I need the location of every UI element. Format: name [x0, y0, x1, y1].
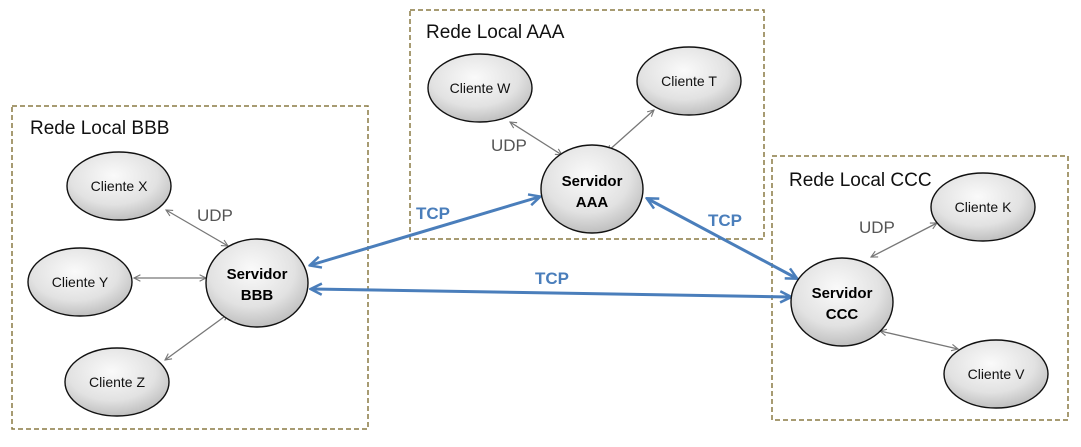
udp-label-ccc: UDP: [859, 218, 895, 237]
tcp-label-aaa-ccc: TCP: [708, 211, 742, 230]
server-aaa-label-line1: Servidor: [562, 173, 623, 190]
udp-label-bbb: UDP: [197, 206, 233, 225]
server-ccc-node: Servidor CCC: [790, 257, 894, 347]
server-aaa-label-line2: AAA: [576, 194, 609, 211]
udp-link-z-bbb: [165, 314, 228, 360]
client-x-node: Cliente X: [66, 151, 172, 221]
client-y-label: Cliente Y: [52, 274, 109, 290]
tcp-link-bbb-ccc: [312, 289, 790, 297]
tcp-label-bbb-ccc: TCP: [535, 269, 569, 288]
udp-link-k-ccc: [871, 222, 937, 258]
region-aaa: [409, 9, 765, 240]
client-v-label: Cliente V: [968, 366, 1025, 382]
server-ccc-label-line2: CCC: [826, 306, 859, 323]
server-ccc-label-line1: Servidor: [812, 285, 873, 302]
client-y-node: Cliente Y: [27, 247, 133, 317]
server-bbb-node: Servidor BBB: [205, 238, 309, 328]
server-aaa-node: Servidor AAA: [540, 144, 644, 234]
client-x-label: Cliente X: [91, 178, 148, 194]
client-t-label: Cliente T: [661, 73, 717, 89]
region-bbb: [11, 105, 369, 430]
client-t-node: Cliente T: [636, 46, 742, 116]
client-v-node: Cliente V: [943, 339, 1049, 409]
client-w-node: Cliente W: [427, 53, 533, 123]
udp-link-w-aaa: [510, 122, 562, 155]
udp-link-v-ccc: [880, 331, 958, 349]
region-aaa-title: Rede Local AAA: [426, 22, 565, 43]
client-w-label: Cliente W: [450, 80, 511, 96]
tcp-link-bbb-aaa: [311, 197, 539, 265]
server-bbb-label-line1: Servidor: [227, 266, 288, 283]
client-z-node: Cliente Z: [64, 347, 170, 417]
client-k-node: Cliente K: [930, 172, 1036, 242]
udp-label-aaa: UDP: [491, 136, 527, 155]
udp-link-t-aaa: [607, 110, 654, 152]
region-ccc-title: Rede Local CCC: [789, 170, 932, 191]
client-k-label: Cliente K: [955, 199, 1012, 215]
tcp-label-bbb-aaa: TCP: [416, 204, 450, 223]
tcp-link-aaa-ccc: [648, 199, 796, 278]
region-bbb-title: Rede Local BBB: [30, 118, 169, 139]
client-z-label: Cliente Z: [89, 374, 145, 390]
udp-link-x-bbb: [166, 210, 228, 246]
server-bbb-label-line2: BBB: [241, 287, 274, 304]
